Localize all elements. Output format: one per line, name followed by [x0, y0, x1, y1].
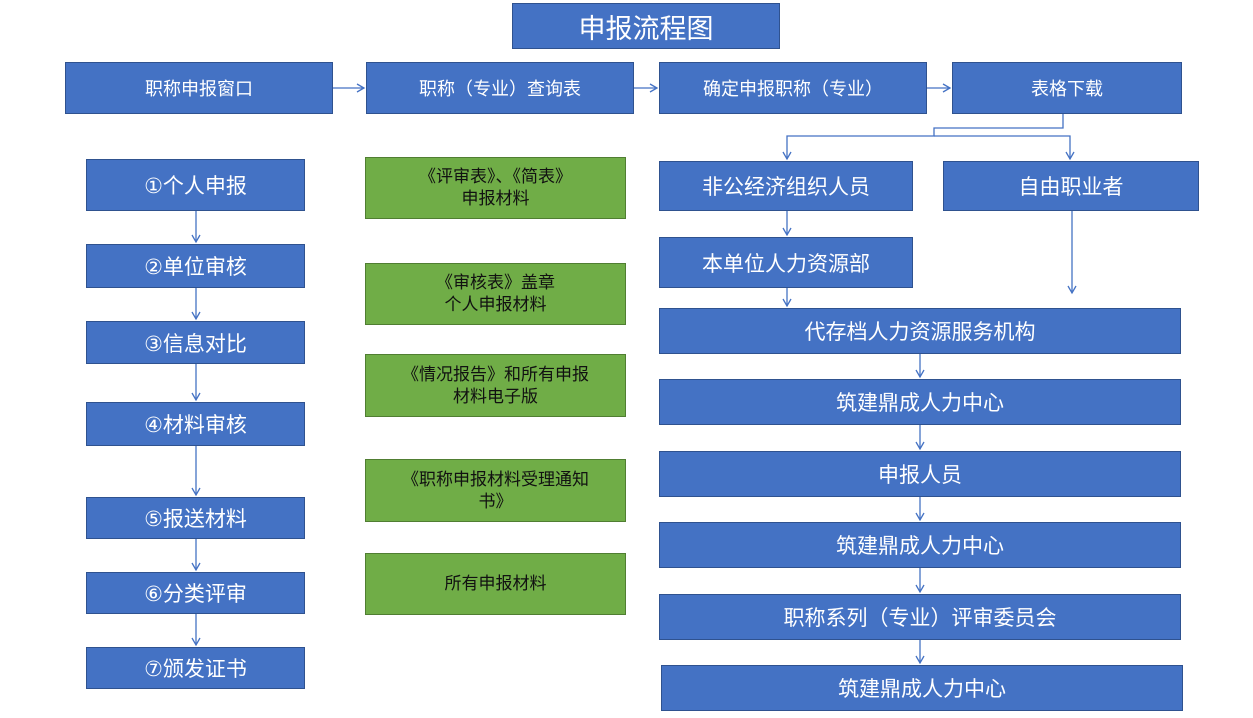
material-box-audit-form: 《审核表》盖章 个人申报材料	[365, 263, 626, 325]
material-line: 《评审表》、《简表》	[419, 167, 572, 187]
connector-arrow	[782, 114, 1064, 161]
material-box-review-forms: 《评审表》、《简表》 申报材料	[365, 157, 626, 219]
step-personal-declare: ①个人申报	[86, 159, 305, 211]
material-box-situation-report: 《情况报告》和所有申报 材料电子版	[365, 354, 626, 417]
top-box-query-table: 职称（专业）查询表	[366, 62, 634, 114]
step-material-review: ④材料审核	[86, 402, 305, 446]
flow-review-committee: 职称系列（专业）评审委员会	[659, 594, 1181, 640]
material-line: 《职称申报材料受理通知	[402, 469, 589, 490]
flow-hr-center-1: 筑建鼎成人力中心	[659, 379, 1181, 425]
step-unit-review: ②单位审核	[86, 244, 305, 288]
top-box-window: 职称申报窗口	[65, 62, 333, 114]
flow-hr-center-2: 筑建鼎成人力中心	[659, 522, 1181, 568]
material-line: 《审核表》盖章	[436, 273, 555, 293]
material-line: 材料电子版	[453, 386, 538, 407]
material-line: 所有申报材料	[444, 574, 547, 594]
step-info-compare: ③信息对比	[86, 321, 305, 364]
flow-applicant: 申报人员	[659, 451, 1181, 497]
material-line: 申报材料	[461, 189, 530, 209]
material-box-all-materials: 所有申报材料	[365, 553, 626, 615]
flow-archive-agency: 代存档人力资源服务机构	[659, 308, 1181, 354]
top-box-form-download: 表格下载	[952, 62, 1182, 114]
step-issue-certificate: ⑦颁发证书	[86, 647, 305, 689]
material-box-acceptance-notice: 《职称申报材料受理通知 书》	[365, 459, 626, 522]
branch-freelancer: 自由职业者	[943, 161, 1199, 211]
connector-arrow	[934, 135, 1075, 161]
material-line: 书》	[478, 491, 513, 512]
branch-non-public-staff: 非公经济组织人员	[659, 161, 913, 211]
branch-hr-department: 本单位人力资源部	[659, 237, 913, 288]
step-submit-materials: ⑤报送材料	[86, 497, 305, 539]
diagram-title: 申报流程图	[512, 3, 780, 49]
top-box-confirm-title: 确定申报职称（专业）	[659, 62, 927, 114]
step-category-review: ⑥分类评审	[86, 572, 305, 614]
material-line: 《情况报告》和所有申报	[402, 364, 589, 385]
flow-hr-center-3: 筑建鼎成人力中心	[661, 665, 1183, 711]
material-line: 个人申报材料	[444, 295, 547, 315]
